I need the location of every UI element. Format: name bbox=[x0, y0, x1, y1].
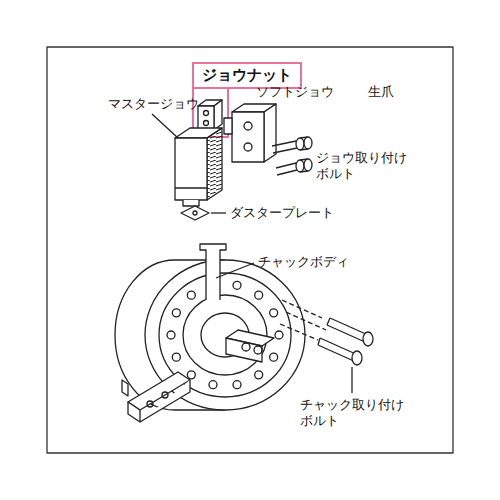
chuck-bolt bbox=[318, 318, 373, 365]
bearing-ball bbox=[233, 381, 241, 389]
outer-frame bbox=[47, 47, 453, 453]
jaw-nut bbox=[198, 100, 222, 130]
leader-line bbox=[152, 114, 178, 138]
bearing-ball bbox=[275, 331, 283, 339]
part-label: ジョウ取り付け ボルト bbox=[316, 150, 412, 183]
bearing-ball bbox=[233, 281, 241, 289]
chuck-body bbox=[115, 244, 305, 422]
bearing-ball bbox=[172, 353, 180, 361]
bearing-ball bbox=[209, 381, 217, 389]
leader-line bbox=[211, 212, 226, 213]
part-label: ダスタープレート bbox=[230, 205, 334, 221]
soft-jaw bbox=[224, 104, 276, 162]
master-jaw bbox=[175, 128, 222, 206]
leader-line bbox=[216, 263, 254, 278]
duster-plate bbox=[181, 206, 209, 220]
leader-line bbox=[351, 367, 352, 393]
bearing-ball bbox=[167, 331, 175, 339]
bearing-ball bbox=[255, 371, 263, 379]
part-title: ジョウナット bbox=[202, 66, 292, 85]
bearing-ball bbox=[270, 309, 278, 317]
bearing-ball bbox=[187, 371, 195, 379]
bearing-ball bbox=[255, 291, 263, 299]
part-label: ソフトジョウ bbox=[256, 84, 334, 100]
bearing-ball bbox=[172, 309, 180, 317]
part-label: チャックボディ bbox=[258, 254, 349, 270]
jaw-bolt bbox=[272, 137, 312, 175]
part-label: 生爪 bbox=[368, 84, 394, 100]
bearing-ball bbox=[270, 353, 278, 361]
bearing-ball bbox=[187, 291, 195, 299]
part-label: チャック取り付け ボルト bbox=[300, 397, 412, 430]
bolt-path bbox=[280, 300, 326, 340]
part-label: マスタージョウ bbox=[108, 96, 199, 112]
